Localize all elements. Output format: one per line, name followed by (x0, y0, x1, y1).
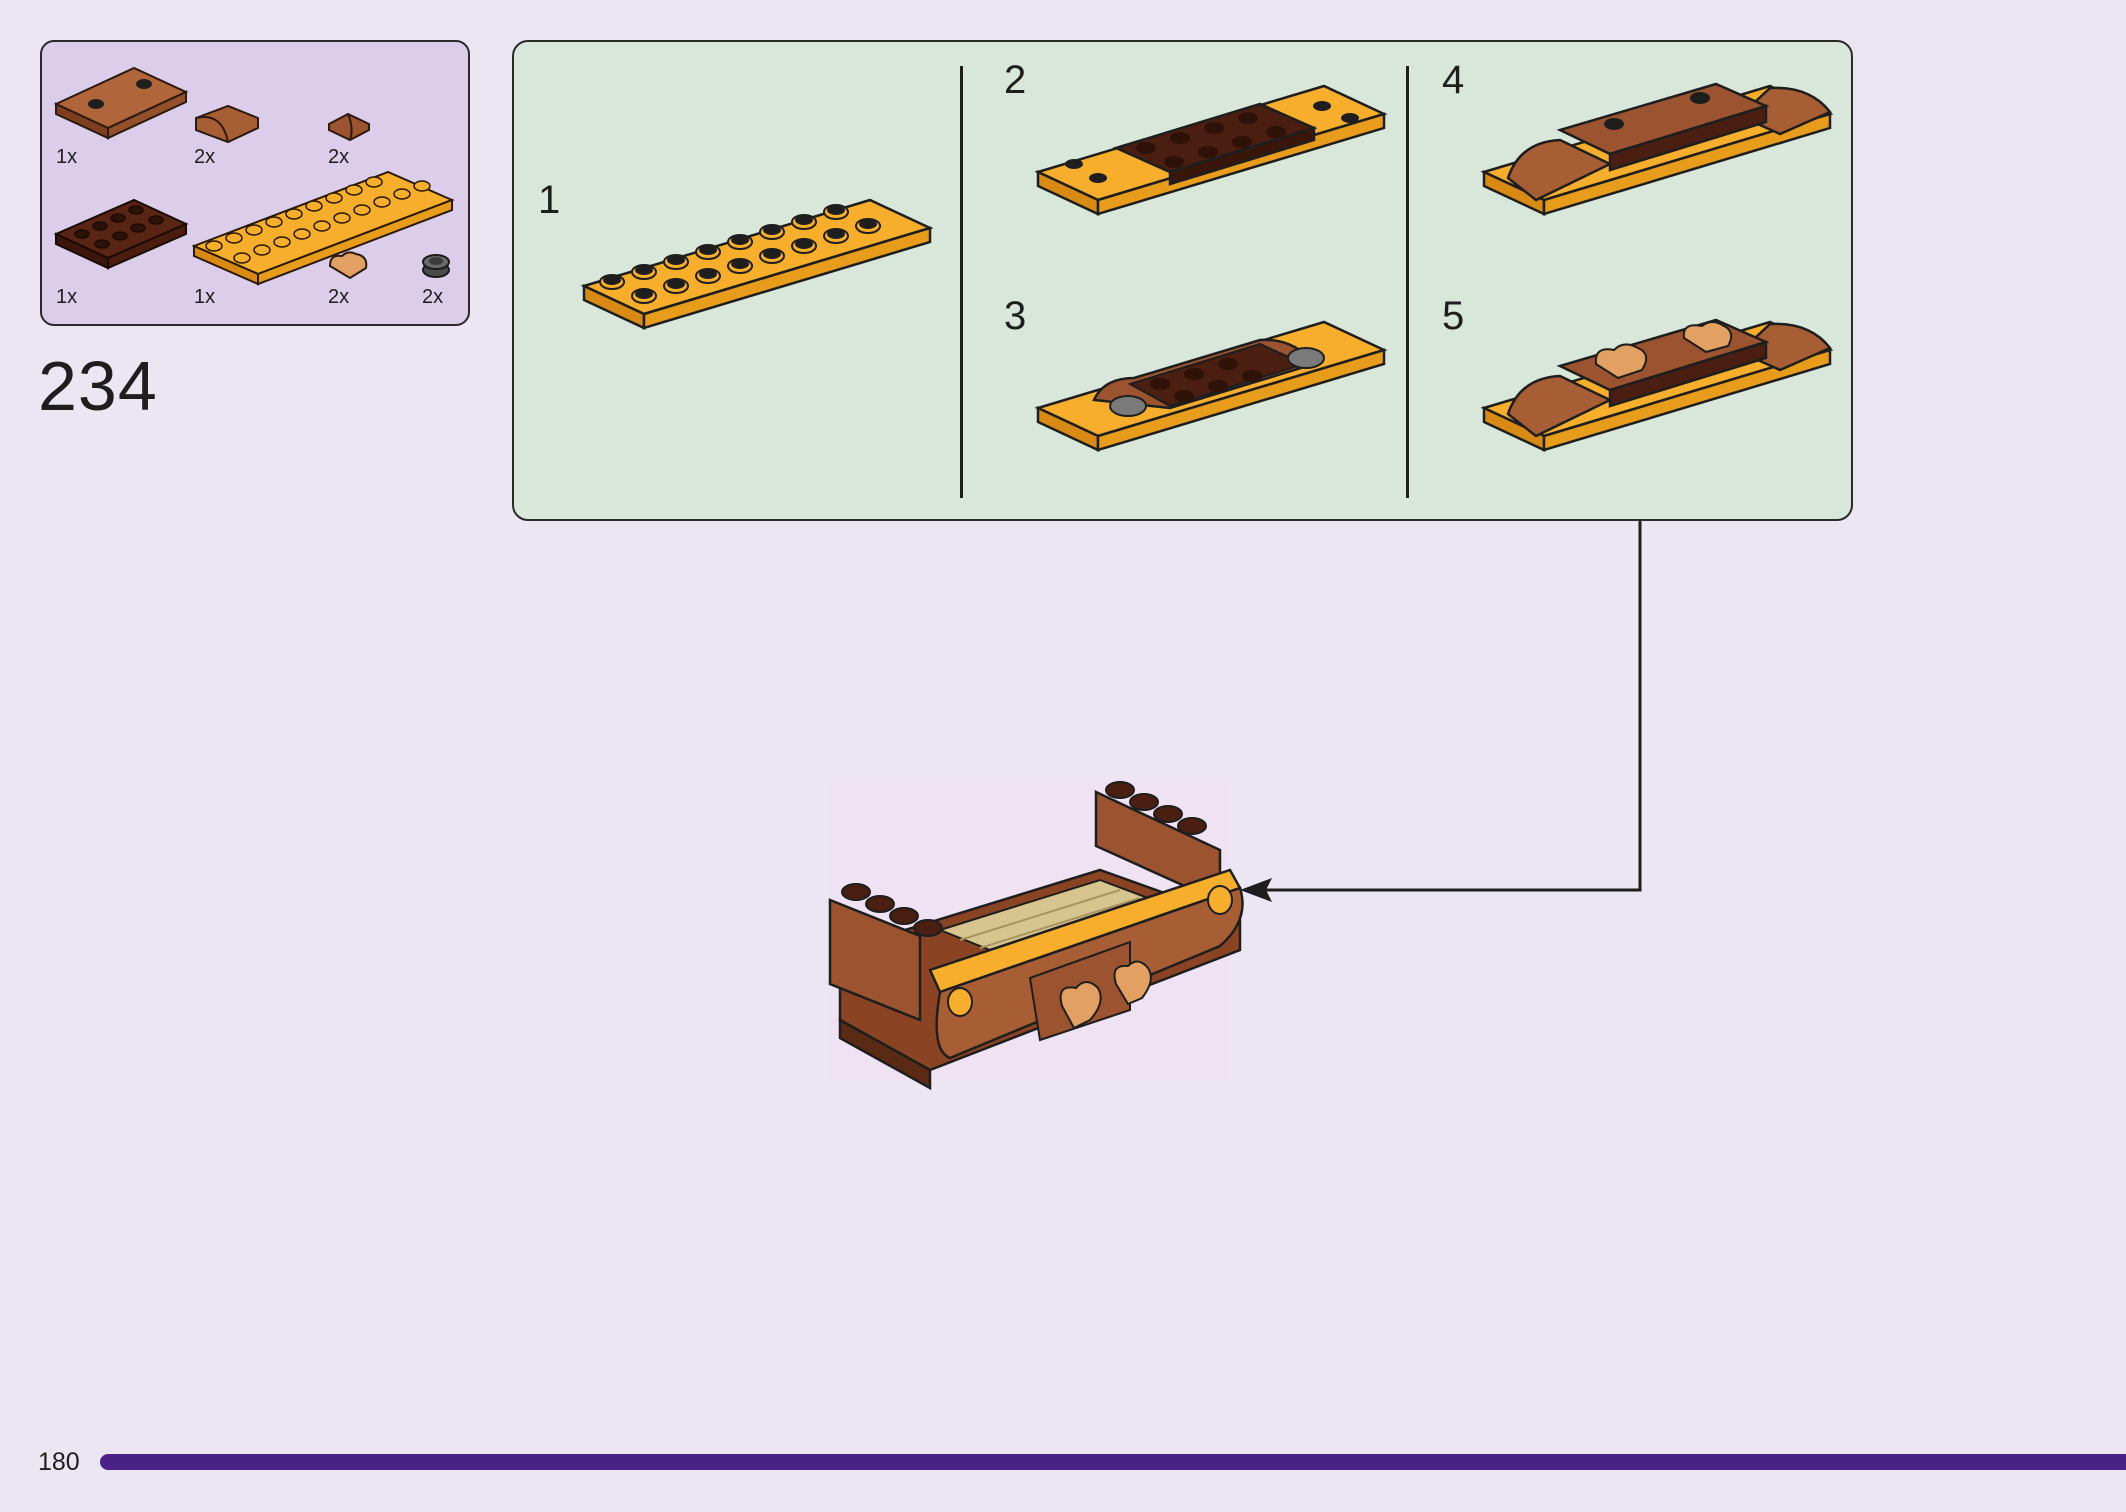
panel-divider (1406, 66, 1409, 498)
part-qty-label: 2x (328, 286, 350, 308)
sub-step-number: 1 (538, 178, 561, 222)
sub-step-5-illustration (1480, 318, 1834, 452)
sub-step-4-illustration (1480, 82, 1834, 216)
panel-divider (960, 66, 963, 498)
parts-list-panel: 1x 2x 2x 1x (40, 40, 470, 326)
part-qty-label: 1x (56, 286, 78, 308)
sub-step-number: 4 (1442, 58, 1465, 102)
sub-step-number: 2 (1004, 58, 1027, 102)
step-number: 234 (38, 347, 158, 425)
page-number: 180 (38, 1448, 80, 1476)
sub-step-number: 5 (1442, 294, 1465, 338)
heart-tile-icon (328, 251, 368, 280)
progress-bar (100, 1454, 2126, 1470)
sub-step-2-illustration (1034, 84, 1388, 216)
sub-step-1-illustration (580, 198, 934, 330)
part-reddish-brown-plate-icon (54, 66, 189, 140)
sub-steps-panel: 1 2 3 4 5 (512, 40, 1853, 521)
part-dark-brown-plate-icon (54, 198, 189, 270)
part-curved-slope-icon (195, 104, 259, 144)
sub-step-number: 3 (1004, 294, 1027, 338)
part-qty-label: 1x (56, 146, 78, 168)
part-qty-label: 2x (328, 146, 350, 168)
part-orange-plate-icon (192, 170, 455, 286)
part-qty-label: 1x (194, 286, 216, 308)
assembled-model-illustration (828, 780, 1244, 1091)
part-qty-label: 2x (422, 286, 444, 308)
part-round-tile-corner-icon (328, 112, 370, 142)
round-plate-icon (422, 254, 450, 278)
part-qty-label: 2x (194, 146, 216, 168)
sub-step-3-illustration (1034, 320, 1388, 452)
